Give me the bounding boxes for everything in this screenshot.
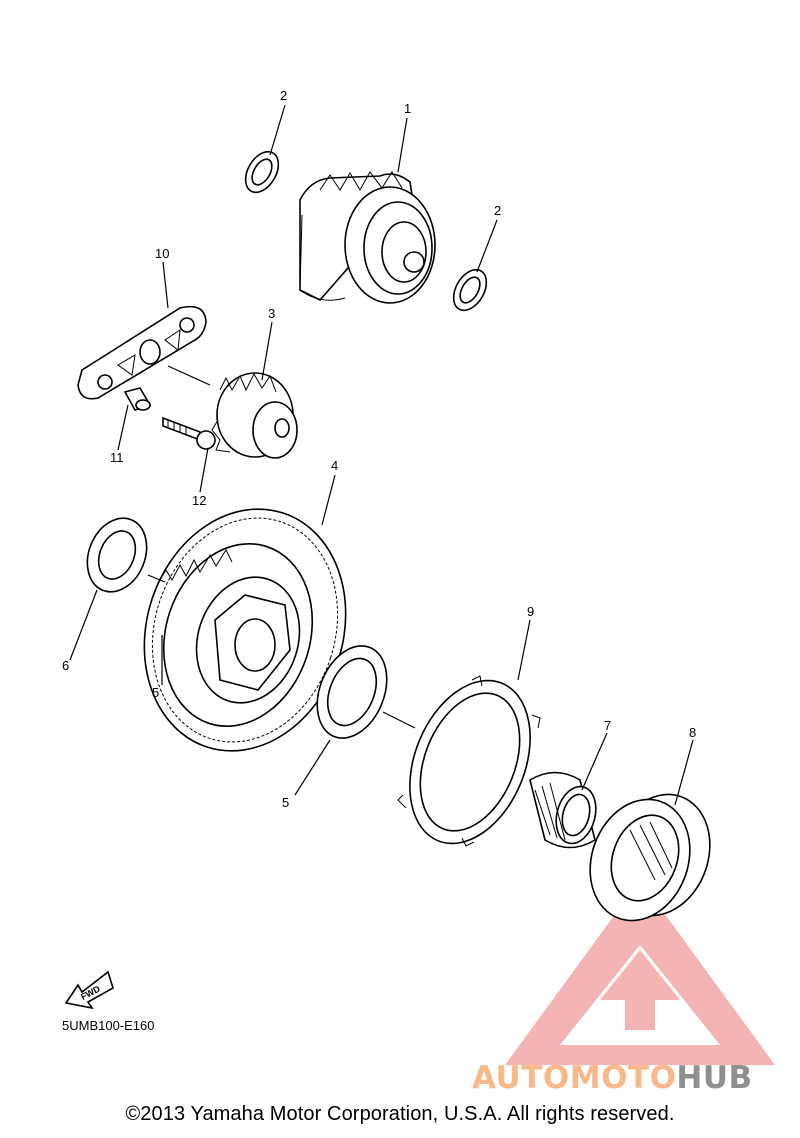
fwd-arrow-icon: FWD [64,970,114,1010]
part-small-gear-3 [211,372,298,459]
part-clutch-8 [589,793,711,922]
callout-5-outer: 5 [282,795,289,810]
part-plate-10 [77,305,207,400]
part-washer-2-upper [244,150,280,194]
part-washer-2-lower [452,268,488,312]
part-plate-9 [397,675,541,847]
part-washer-6 [86,517,148,593]
watermark-moto: MOTO [569,1060,677,1096]
copyright-notice: ©2013 Yamaha Motor Corporation, U.S.A. A… [125,1103,675,1125]
diagram-code: 5UMB100-E160 [62,1018,155,1033]
part-washer-5 [316,645,388,739]
part-wheel-gear-4 [143,508,347,752]
callout-12: 12 [192,493,206,508]
part-bearing-7 [529,771,597,849]
leader-lines [69,104,694,806]
part-bolt-12 [162,416,216,450]
callout-3: 3 [268,306,275,321]
watermark-logo-text: AUTOMOTOHUB [472,1060,753,1096]
callout-11: 11 [110,450,124,465]
callout-1: 1 [404,101,411,116]
callout-6: 6 [62,658,69,673]
callout-7: 7 [604,718,611,733]
part-idler-gear-1 [299,171,436,304]
callout-2-lower: 2 [494,203,501,218]
callout-10: 10 [155,246,169,261]
callout-4: 4 [331,458,338,473]
watermark-hub: HUB [676,1060,753,1096]
callout-9: 9 [527,604,534,619]
callout-2-upper: 2 [280,88,287,103]
callout-8: 8 [689,725,696,740]
watermark-logo-mark [505,880,775,1065]
watermark-auto: AUTO [472,1060,570,1096]
callout-5-inner: 5 [152,685,159,700]
callout-labels: 2 1 2 10 3 11 4 12 9 6 5 7 8 5 [62,88,696,810]
part-pin-11 [123,387,152,411]
